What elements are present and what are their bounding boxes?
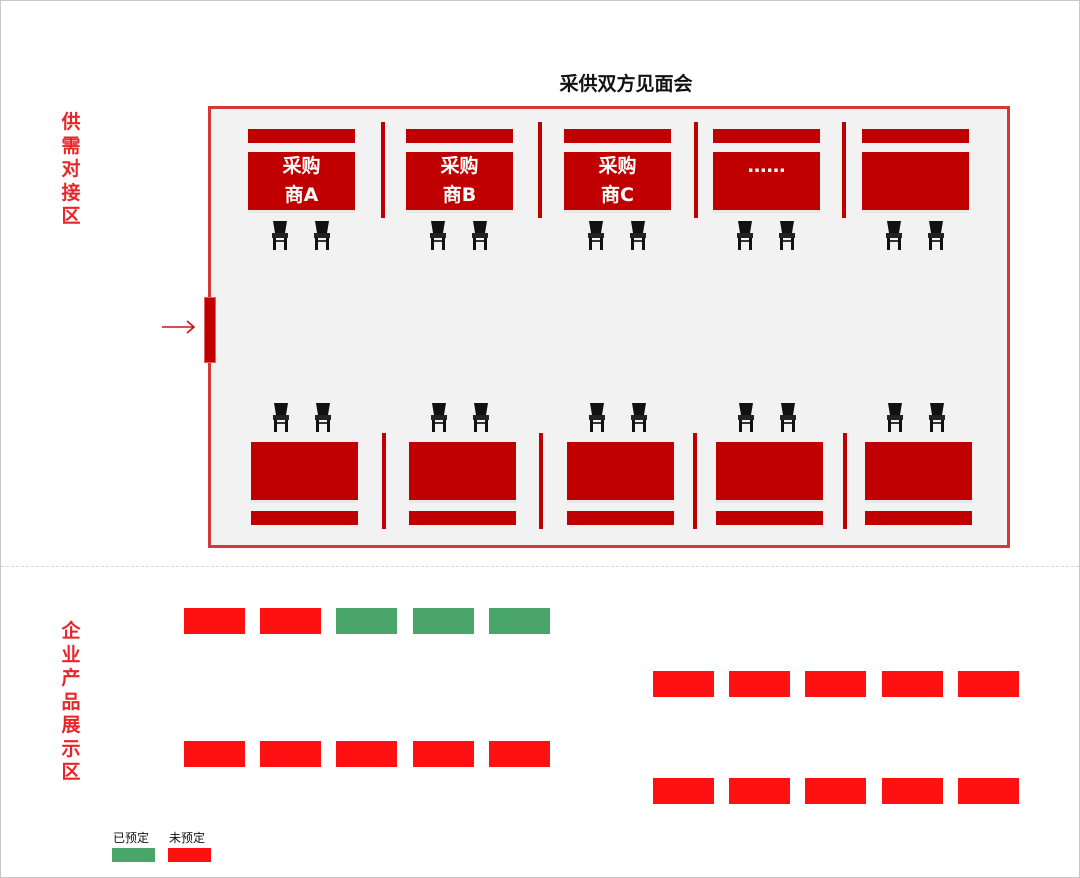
buyer-table xyxy=(862,152,969,213)
buyer-table: 采购商C xyxy=(564,152,671,213)
legend-unbooked-label: 未预定 xyxy=(169,831,206,845)
partition-divider xyxy=(382,433,386,529)
table-top-strip xyxy=(862,129,969,143)
booth-unbooked xyxy=(957,778,1019,804)
booth-unbooked xyxy=(184,741,245,767)
booth-unbooked xyxy=(260,608,322,634)
chair-icon xyxy=(886,221,902,250)
zone-divider xyxy=(1,566,1079,567)
buyer-table: 采购商A xyxy=(248,152,355,213)
booth-unbooked xyxy=(805,778,867,804)
booth-unbooked xyxy=(805,671,867,697)
table-bottom-strip xyxy=(409,511,516,525)
booth-unbooked xyxy=(957,671,1019,697)
table-bottom-strip xyxy=(251,511,358,525)
partition-divider xyxy=(694,122,698,218)
partition-divider xyxy=(381,122,385,218)
chair-icon xyxy=(737,221,753,250)
supplier-table xyxy=(567,442,674,503)
chair-icon xyxy=(472,221,488,250)
chair-icon xyxy=(887,403,903,432)
buyer-table-sublabel: 商C xyxy=(601,184,634,206)
entrance-door xyxy=(204,297,216,363)
booth-unbooked xyxy=(729,671,791,697)
supply-demand-zone-label: 供需对接区 xyxy=(61,111,81,227)
chair-icon xyxy=(430,221,446,250)
legend-booked-label: 已预定 xyxy=(113,831,150,845)
supplier-table xyxy=(865,442,972,503)
chair-icon xyxy=(473,403,489,432)
legend-booked-swatch xyxy=(112,848,155,862)
exhibition-zone-label: 企业产品展示区 xyxy=(61,620,81,783)
partition-divider xyxy=(539,433,543,529)
table-top-strip xyxy=(564,129,671,143)
booth-unbooked xyxy=(881,778,943,804)
supplier-table xyxy=(251,442,358,503)
booth-unbooked xyxy=(653,778,714,804)
chair-icon xyxy=(738,403,754,432)
booth-booked xyxy=(336,608,398,634)
table-top-strip xyxy=(713,129,820,143)
chair-icon xyxy=(780,403,796,432)
buyer-table-sublabel: 商B xyxy=(442,184,477,206)
booth-unbooked xyxy=(336,741,398,767)
chair-icon xyxy=(588,221,604,250)
chair-icon xyxy=(431,403,447,432)
chair-icon xyxy=(273,403,289,432)
arrow-right-icon xyxy=(162,320,196,334)
booth-unbooked xyxy=(729,778,791,804)
table-bottom-strip xyxy=(716,511,823,525)
booth-booked xyxy=(412,608,474,634)
buyer-table-label: 采购 xyxy=(440,155,479,177)
hall-title: 采供双方见面会 xyxy=(559,73,693,95)
booth-unbooked xyxy=(653,671,714,697)
booth-booked xyxy=(488,608,550,634)
chair-icon xyxy=(928,221,944,250)
chair-icon xyxy=(779,221,795,250)
buyer-table-label: 采购 xyxy=(598,155,637,177)
chair-icon xyxy=(630,221,646,250)
chair-icon xyxy=(929,403,945,432)
supplier-table xyxy=(409,442,516,503)
chair-icon xyxy=(315,403,331,432)
partition-divider xyxy=(693,433,697,529)
table-top-strip xyxy=(248,129,355,143)
buyer-table: …… xyxy=(713,152,820,213)
chair-icon xyxy=(631,403,647,432)
booth-unbooked xyxy=(881,671,943,697)
table-top-strip xyxy=(406,129,513,143)
buyer-table-label: …… xyxy=(747,155,786,177)
booth-unbooked xyxy=(412,741,474,767)
booth-unbooked xyxy=(488,741,550,767)
legend-unbooked-swatch xyxy=(168,848,211,862)
buyer-table: 采购商B xyxy=(406,152,513,213)
table-bottom-strip xyxy=(865,511,972,525)
chair-icon xyxy=(589,403,605,432)
table-bottom-strip xyxy=(567,511,674,525)
buyer-table-sublabel: 商A xyxy=(284,184,319,206)
chair-icon xyxy=(314,221,330,250)
partition-divider xyxy=(538,122,542,218)
partition-divider xyxy=(842,122,846,218)
partition-divider xyxy=(843,433,847,529)
booth-unbooked xyxy=(260,741,322,767)
booth-unbooked xyxy=(184,608,245,634)
chair-icon xyxy=(272,221,288,250)
supplier-table xyxy=(716,442,823,503)
buyer-table-label: 采购 xyxy=(282,155,321,177)
